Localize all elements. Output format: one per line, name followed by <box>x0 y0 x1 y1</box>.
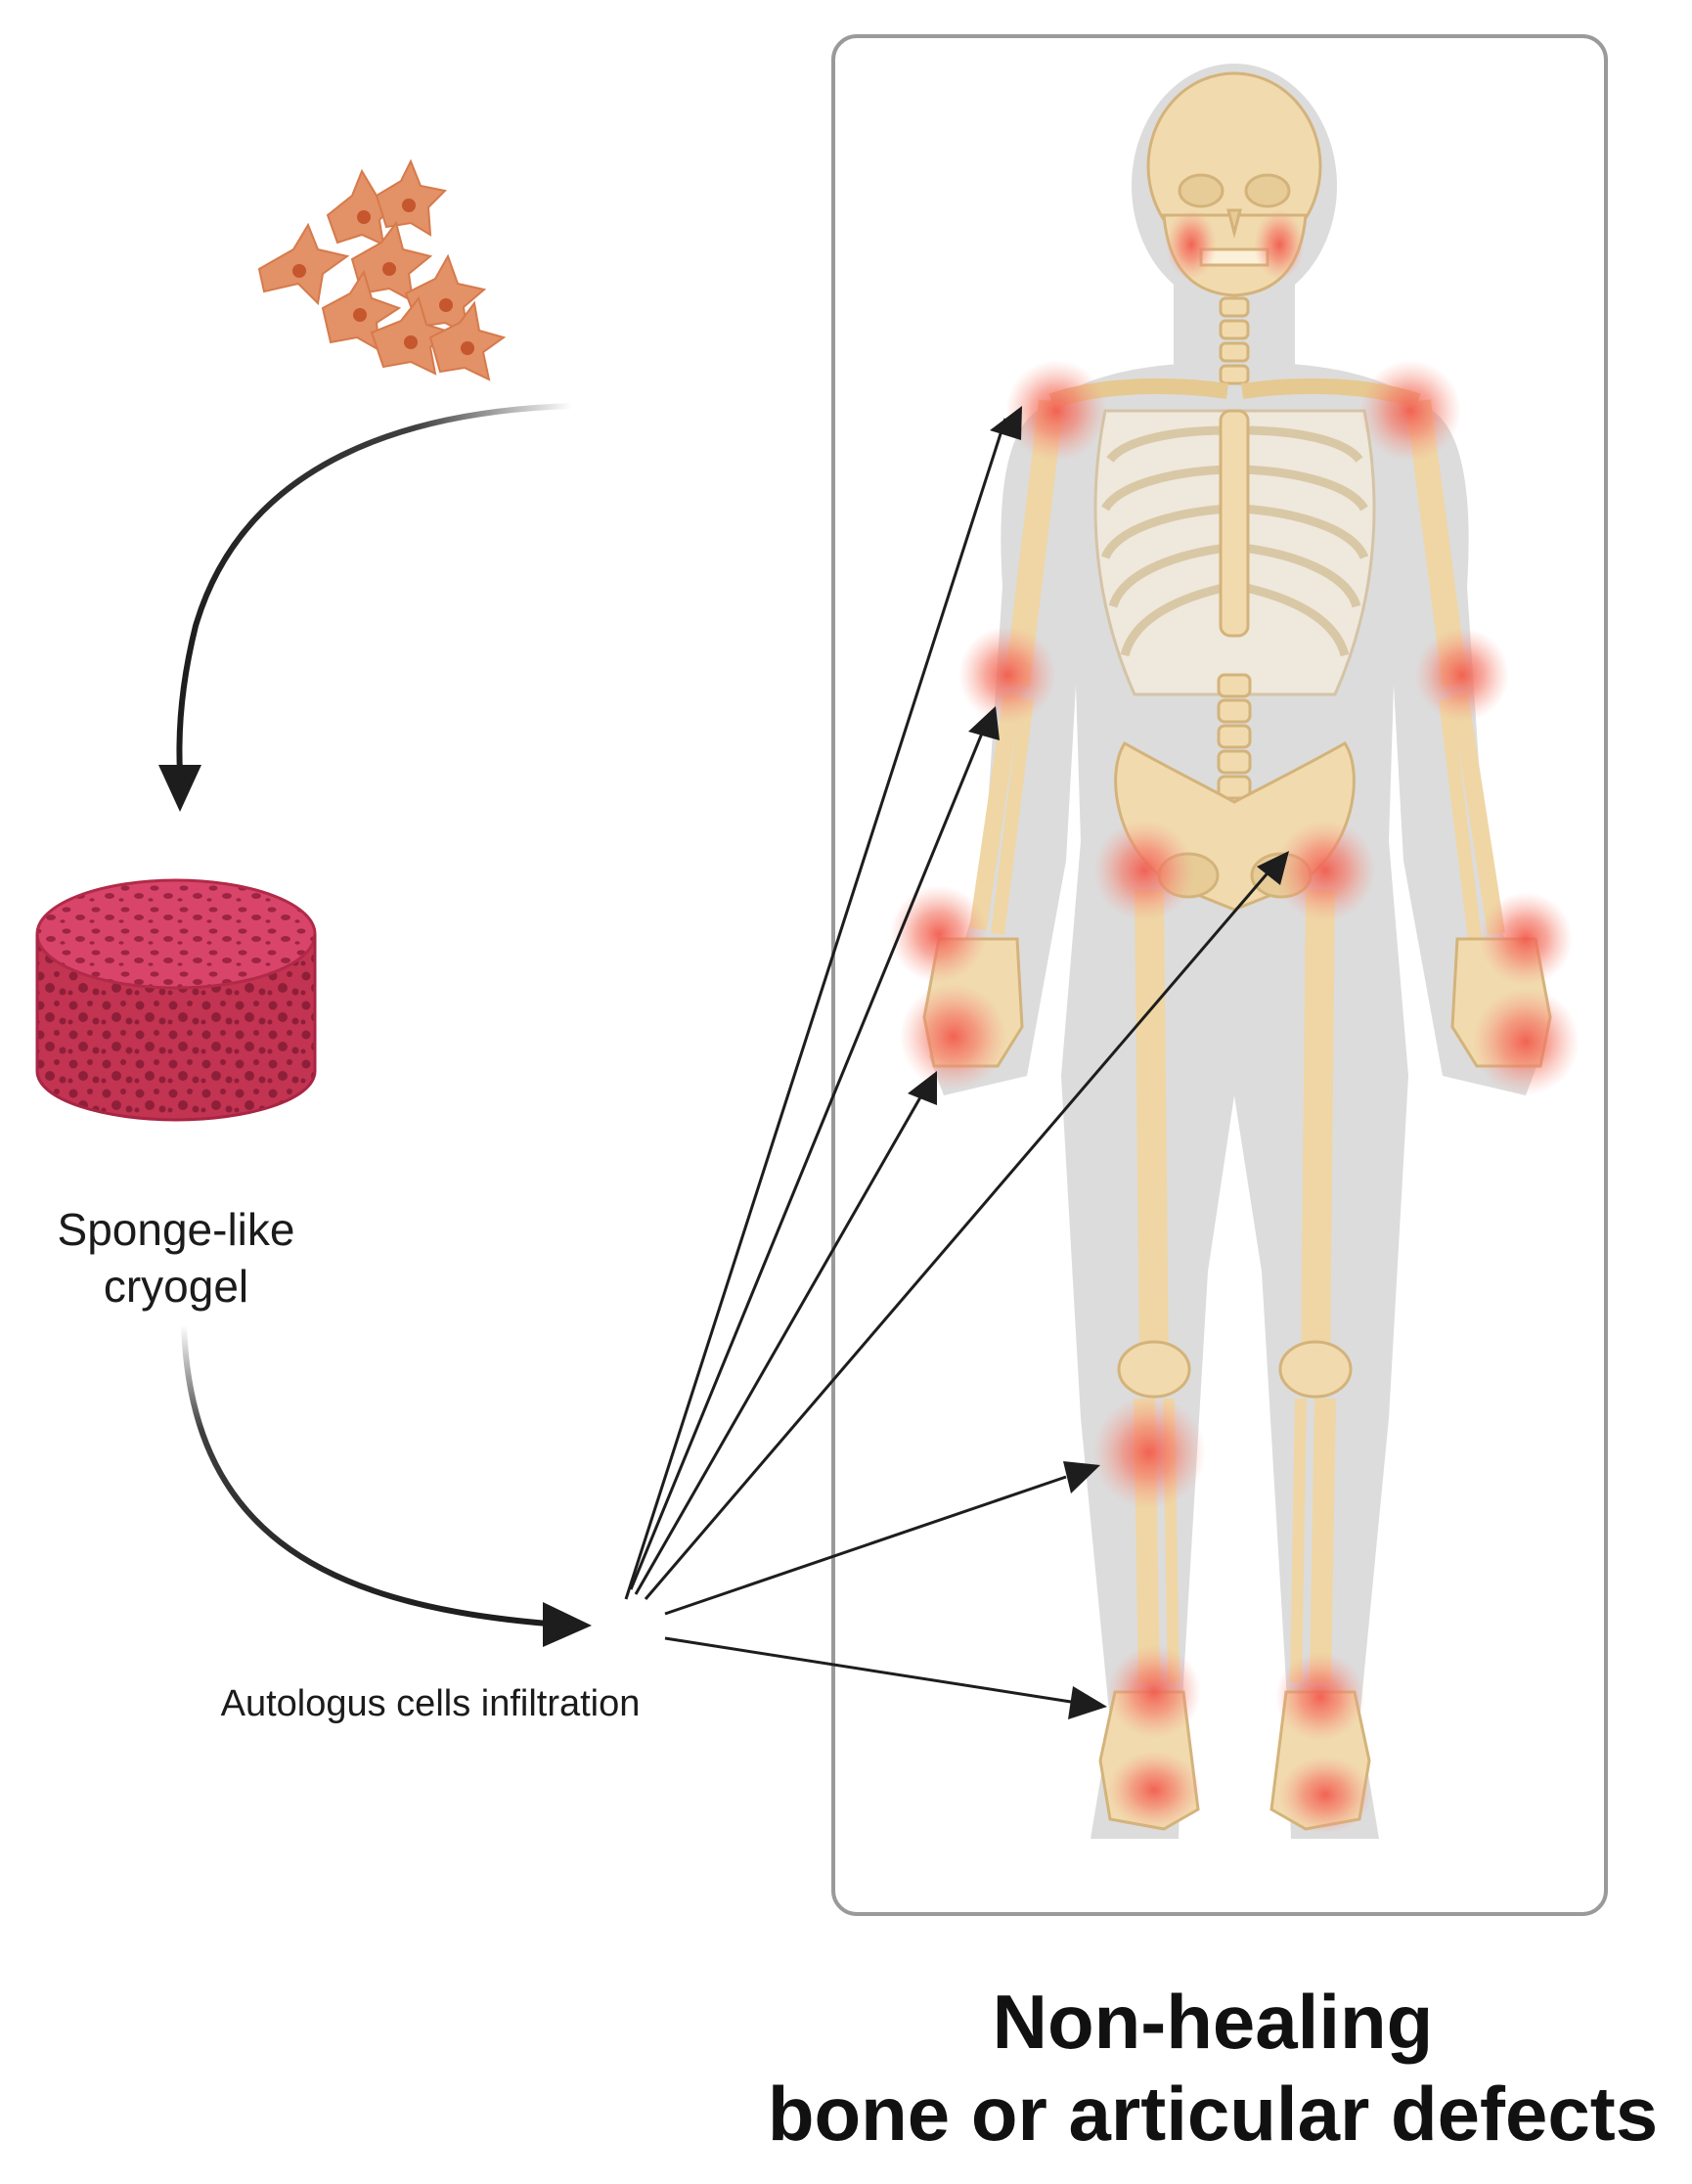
sponge-cryogel-icon <box>35 878 317 1122</box>
arrowhead-hip <box>1257 851 1289 885</box>
defect-hip-left <box>1093 820 1195 921</box>
cryogel-label: Sponge-like cryogel <box>20 1201 333 1315</box>
defect-knee-right <box>1092 1396 1206 1509</box>
arrow-to-hand <box>634 1090 926 1595</box>
infiltration-arrows <box>624 406 1289 1719</box>
cryogel-label-line1: Sponge-like <box>57 1204 295 1255</box>
defect-elbow-right <box>1415 628 1509 722</box>
defect-elbow-left <box>958 626 1056 724</box>
defect-shoulder-left <box>1005 360 1107 462</box>
arrowhead-ankle <box>1068 1686 1107 1719</box>
defect-foot-left <box>1278 1756 1372 1834</box>
arrow-to-knee <box>664 1475 1067 1616</box>
arrow-to-hip <box>644 868 1273 1600</box>
defect-jaw-right <box>1254 209 1305 280</box>
defect-hand-left <box>900 983 1007 1091</box>
defect-hand-right <box>1472 988 1580 1095</box>
defect-ankle-right <box>1107 1645 1201 1739</box>
figure-title: Non-healing bone or articular defects <box>743 1976 1682 2160</box>
arrowhead-knee <box>1063 1461 1100 1493</box>
skeleton-panel <box>831 34 1608 1916</box>
cryogel-to-infiltration-arrow <box>181 1324 592 1647</box>
figure-title-line2: bone or articular defects <box>767 2071 1659 2157</box>
arrowhead-elbow <box>968 706 1000 740</box>
defect-wrist-left <box>890 885 988 983</box>
cells-to-cryogel-arrow <box>158 403 573 812</box>
defect-sites <box>890 209 1580 1834</box>
defect-hip-right <box>1274 820 1376 921</box>
defect-foot-right <box>1107 1751 1201 1829</box>
infiltration-label: Autologus cells infiltration <box>220 1683 641 1724</box>
defect-wrist-right <box>1479 892 1573 986</box>
defect-ankle-left <box>1275 1652 1365 1742</box>
arrowhead-shoulder <box>990 406 1022 440</box>
figure-title-line1: Non-healing <box>992 1979 1434 2065</box>
arrow-to-ankle <box>664 1636 1072 1704</box>
defect-shoulder-right <box>1359 360 1461 462</box>
cryogel-label-line2: cryogel <box>103 1261 249 1312</box>
arrow-to-shoulder <box>624 418 1007 1600</box>
defect-jaw-left <box>1166 209 1217 280</box>
arrow-to-elbow <box>629 723 988 1590</box>
arrowhead-hand <box>908 1071 937 1105</box>
cells-cluster-icon <box>257 158 507 381</box>
